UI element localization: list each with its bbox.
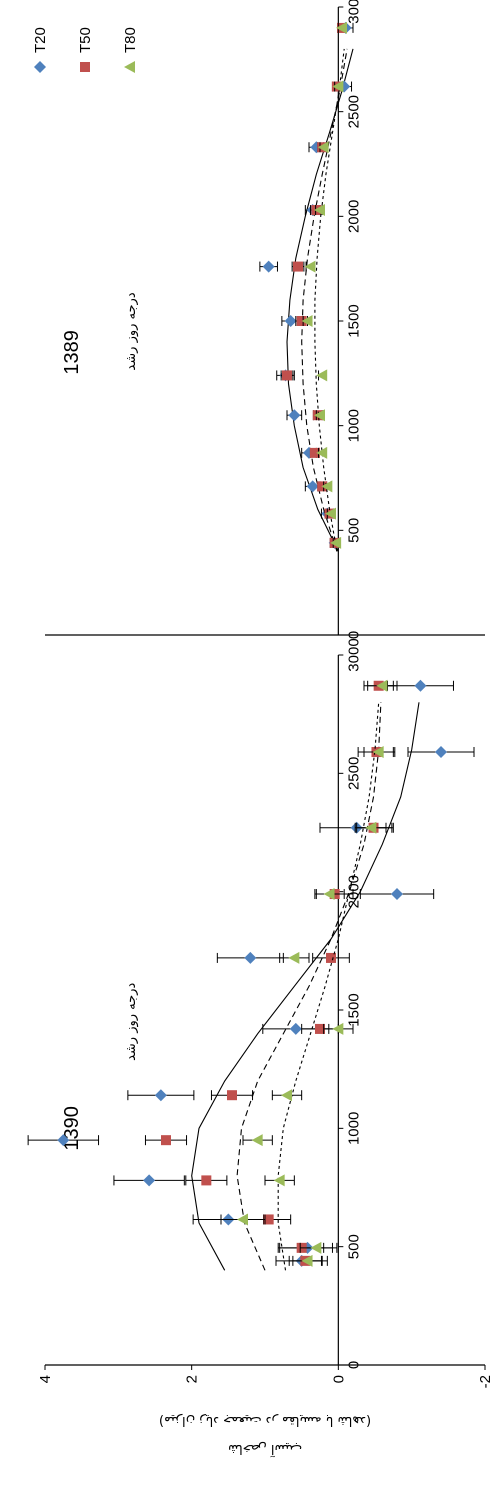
legend-label-T50: T50 — [77, 27, 94, 53]
x-tick-label: 3000 — [345, 638, 362, 671]
legend-marker-T20 — [34, 61, 46, 73]
y-axis-label: (میزان زیاد جمعیت در مقایسه با شاهد) — [159, 1413, 371, 1428]
data-point-T80 — [372, 746, 384, 759]
chart-title: 1389 — [61, 330, 83, 375]
data-point-T80 — [310, 1241, 322, 1254]
data-point-T80 — [237, 1213, 248, 1226]
data-point-T80 — [330, 536, 342, 549]
data-point-T20 — [262, 260, 275, 273]
data-point-T20 — [143, 1174, 156, 1187]
data-point-T80 — [251, 1134, 263, 1147]
data-point-T80 — [304, 260, 316, 273]
data-point-T80 — [288, 951, 300, 964]
x-tick-label: 2000 — [345, 875, 362, 908]
trend-line-T80 — [277, 702, 380, 1271]
data-point-T20 — [306, 480, 319, 493]
legend-marker-T50 — [80, 62, 90, 72]
data-point-T50 — [282, 370, 292, 381]
data-point-T20 — [284, 315, 297, 327]
x-tick-label: 1000 — [345, 1112, 362, 1145]
data-point-T50 — [309, 447, 320, 458]
data-point-T80 — [376, 679, 388, 692]
x-tick-label: 2000 — [345, 200, 362, 233]
data-point-T80 — [321, 480, 333, 493]
data-point-T80 — [325, 507, 336, 520]
y-tick-label: -2 — [477, 1375, 494, 1388]
data-point-T20 — [414, 679, 427, 692]
data-point-T80 — [316, 369, 328, 382]
y-axis-label-2: شاخص آسیب — [228, 1441, 302, 1458]
data-point-T50 — [326, 952, 336, 963]
x-tick-label: 1000 — [345, 409, 362, 442]
data-point-T80 — [316, 446, 328, 459]
x-tick-label: 500 — [345, 518, 362, 543]
series-T80 — [220, 679, 398, 1271]
y-tick-label: 0 — [330, 1375, 347, 1383]
x-tick-label: 3000 — [345, 0, 362, 24]
data-point-T80 — [317, 141, 329, 154]
x-tick-label: 1500 — [345, 993, 362, 1026]
legend: T20 T50 T80 — [32, 27, 139, 73]
legend-label-T80: T80 — [122, 27, 139, 53]
series-T20 — [27, 679, 475, 1271]
data-point-T80 — [332, 80, 344, 93]
trend-line-T50 — [236, 702, 382, 1271]
trend-line-T50 — [301, 48, 348, 552]
x-tick-label: 2500 — [345, 95, 362, 128]
data-point-T80 — [301, 315, 313, 327]
data-point-T80 — [365, 821, 377, 834]
series-T20 — [259, 21, 354, 552]
data-point-T20 — [154, 1089, 167, 1102]
data-point-T20 — [288, 409, 301, 422]
data-point-T50 — [227, 1090, 237, 1101]
data-point-T50 — [263, 1214, 274, 1225]
x-axis-label: درجه روز رشد — [124, 292, 139, 370]
x-tick-label: 0 — [345, 631, 362, 639]
data-point-T80 — [314, 204, 325, 217]
x-axis-label: درجه روز رشد — [124, 983, 139, 1061]
data-point-T20 — [244, 951, 257, 964]
x-tick-label: 1500 — [345, 304, 362, 337]
legend-marker-T80 — [124, 61, 135, 73]
data-point-T50 — [315, 1023, 325, 1034]
trend-line-T80 — [314, 48, 345, 552]
data-point-T50 — [293, 261, 303, 272]
data-point-T80 — [314, 409, 325, 422]
data-point-T80 — [332, 1022, 344, 1035]
data-point-T80 — [273, 1174, 285, 1187]
data-point-T50 — [201, 1175, 212, 1186]
data-point-T20 — [289, 1022, 302, 1035]
series-T80 — [301, 21, 347, 552]
legend-label-T20: T20 — [32, 27, 49, 53]
data-point-T80 — [281, 1089, 292, 1102]
chart-panel-1: 0 500 1000 1500 2000 2500 3000 1389 درجه روز رشد… — [32, 0, 485, 639]
y-tick-label: 4 — [37, 1375, 54, 1383]
y-tick-label: 2 — [184, 1375, 201, 1383]
data-point-T20 — [391, 888, 403, 901]
data-point-T50 — [161, 1135, 171, 1146]
data-point-T20 — [435, 746, 447, 759]
trend-line-T20 — [191, 702, 420, 1271]
data-point-T80 — [323, 888, 335, 901]
data-point-T80 — [301, 1254, 313, 1267]
trend-line-T20 — [286, 48, 354, 552]
data-point-T80 — [336, 21, 347, 34]
x-tick-label: 2500 — [345, 757, 362, 790]
x-tick-label: 0 — [345, 1361, 362, 1369]
x-tick-label: 500 — [345, 1234, 362, 1259]
